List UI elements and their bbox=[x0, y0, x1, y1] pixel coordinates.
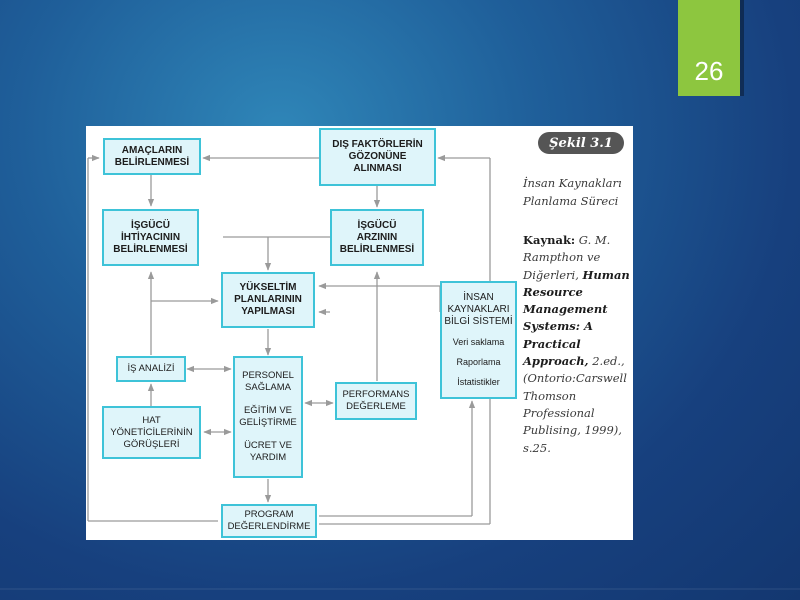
box-program-evaluation: PROGRAM DEĞERLENDİRME bbox=[221, 504, 317, 538]
box-hr-information-system: İNSAN KAYNAKLARI BİLGİ SİSTEMİ Veri sakl… bbox=[440, 281, 517, 399]
box-program-line: PROGRAM bbox=[244, 509, 294, 520]
figure-title: İnsan Kaynakları Planlama Süreci bbox=[523, 174, 631, 210]
source-book-title: Management bbox=[523, 302, 608, 317]
source-publisher: Professional bbox=[523, 405, 595, 420]
box-goals-line: AMAÇLARIN bbox=[121, 144, 183, 156]
box-hris-title-line: İNSAN bbox=[463, 292, 494, 303]
source-book-title: Systems: A bbox=[523, 319, 593, 334]
box-personnel-group: PERSONEL SAĞLAMA bbox=[242, 370, 294, 394]
flowchart-figure: AMAÇLARIN BELİRLENMESİ DIŞ FAKTÖRLERİN G… bbox=[86, 126, 633, 540]
box-personnel-line: GELİŞTİRME bbox=[239, 416, 297, 428]
box-hris-item: Raporlama bbox=[456, 357, 501, 367]
source-book-title: Approach, bbox=[523, 354, 589, 369]
source-book-title: Resource bbox=[523, 284, 583, 299]
source-publisher: Thomson bbox=[523, 388, 577, 403]
box-goals-line: BELİRLENMESİ bbox=[114, 156, 190, 168]
box-demand-line: İHTİYACININ bbox=[120, 231, 181, 243]
source-authors: Diğerleri, bbox=[523, 267, 583, 282]
background-line bbox=[0, 588, 800, 590]
source-line: Diğerleri, Human bbox=[523, 267, 631, 284]
box-program-line: DEĞERLENDİRME bbox=[227, 521, 311, 532]
box-external-line: ALINMASI bbox=[353, 163, 402, 174]
box-promotion-line: YÜKSELTİM bbox=[239, 282, 297, 293]
box-hris-item: İstatistikler bbox=[457, 377, 500, 387]
box-promotion-line: YAPILMASI bbox=[241, 306, 295, 317]
box-hris-title-line: BİLGİ SİSTEMİ bbox=[444, 316, 513, 327]
box-personnel-line: EĞİTİM VE bbox=[243, 404, 293, 416]
source-label: Kaynak: bbox=[523, 233, 576, 247]
box-external-factors: DIŞ FAKTÖRLERİN GÖZONÜNE ALINMASI bbox=[319, 128, 436, 186]
box-promotion-line: PLANLARININ bbox=[234, 294, 302, 305]
source-book-title: Practical bbox=[523, 336, 581, 351]
source-publisher: (Ontorio:Carswell bbox=[523, 371, 627, 386]
page-number: 26 bbox=[694, 56, 724, 86]
box-labor-demand: İŞGÜCÜ İHTİYACININ BELİRLENMESİ bbox=[102, 209, 199, 266]
box-labor-supply: İŞGÜCÜ ARZININ BELİRLENMESİ bbox=[330, 209, 424, 266]
figure-source: Kaynak: G. M. Rampthon ve Diğerleri, Hum… bbox=[523, 232, 631, 457]
page-number-badge: 26 bbox=[678, 0, 740, 96]
box-personnel-group: EĞİTİM VE GELİŞTİRME bbox=[239, 405, 297, 429]
box-performance-line: PERFORMANS bbox=[342, 389, 410, 400]
box-promotion-plans: YÜKSELTİM PLANLARININ YAPILMASI bbox=[221, 272, 315, 328]
box-personnel-line: SAĞLAMA bbox=[245, 381, 291, 393]
box-external-line: DIŞ FAKTÖRLERİN bbox=[332, 139, 423, 150]
box-supply-line: İŞGÜCÜ bbox=[357, 219, 397, 231]
source-book-title: Human bbox=[582, 267, 630, 282]
source-line: Kaynak: G. M. bbox=[523, 232, 631, 249]
box-job-analysis: İŞ ANALİZİ bbox=[116, 356, 186, 382]
source-line: Approach, 2.ed., bbox=[523, 353, 631, 370]
box-supply-line: BELİRLENMESİ bbox=[339, 243, 415, 255]
box-line-managers: HAT YÖNETİCİLERİNİN GÖRÜŞLERİ bbox=[102, 406, 201, 459]
box-supply-line: ARZININ bbox=[356, 231, 398, 243]
box-personnel-functions: PERSONEL SAĞLAMA EĞİTİM VE GELİŞTİRME ÜC… bbox=[233, 356, 303, 478]
figure-title-line: İnsan Kaynakları bbox=[523, 176, 622, 190]
figure-title-line: Planlama Süreci bbox=[523, 194, 619, 208]
box-managers-line: GÖRÜŞLERİ bbox=[123, 438, 180, 450]
box-goals: AMAÇLARIN BELİRLENMESİ bbox=[103, 138, 201, 175]
box-personnel-line: ÜCRET VE bbox=[244, 440, 292, 452]
box-personnel-line: YARDIM bbox=[249, 452, 287, 464]
box-managers-line: HAT bbox=[142, 414, 161, 426]
figure-label: Şekil 3.1 bbox=[538, 132, 624, 154]
source-publisher: Publising, 1999), bbox=[523, 423, 622, 438]
box-hris-item: Veri saklama bbox=[452, 337, 505, 347]
source-edition: 2.ed., bbox=[588, 354, 625, 369]
box-performance-appraisal: PERFORMANS DEĞERLEME bbox=[335, 382, 417, 420]
source-pages: s.25. bbox=[523, 440, 551, 455]
source-authors: Rampthon ve bbox=[523, 250, 601, 265]
box-demand-line: BELİRLENMESİ bbox=[113, 243, 188, 255]
box-personnel-line: PERSONEL bbox=[242, 369, 294, 381]
source-authors: G. M. bbox=[575, 233, 611, 247]
box-hris-title-line: KAYNAKLARI bbox=[447, 304, 510, 315]
box-personnel-group: ÜCRET VE YARDIM bbox=[244, 440, 292, 464]
box-managers-line: YÖNETİCİLERİNİN bbox=[110, 426, 193, 438]
box-job-analysis-line: İŞ ANALİZİ bbox=[127, 363, 175, 374]
box-performance-line: DEĞERLEME bbox=[346, 401, 406, 412]
box-external-line: GÖZONÜNE bbox=[348, 151, 407, 162]
box-demand-line: İŞGÜCÜ bbox=[131, 219, 170, 231]
